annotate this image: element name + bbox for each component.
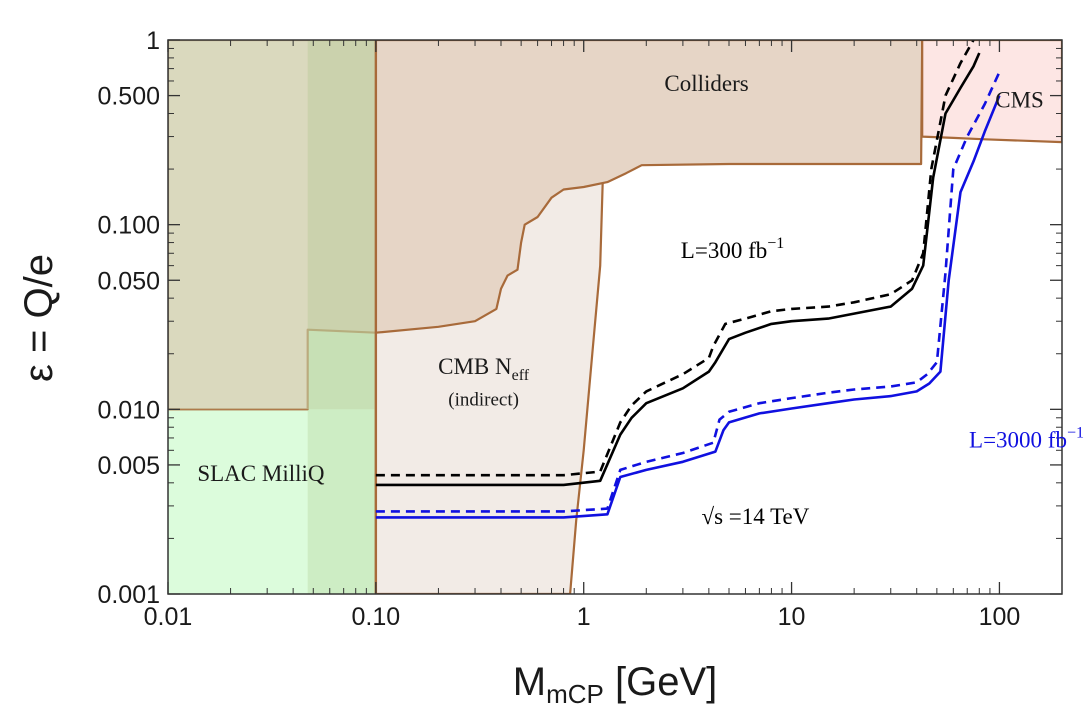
x-tick-label: 1	[577, 603, 591, 631]
x-axis-title: MmCP [GeV]	[513, 660, 718, 709]
x-tick-label: 0.01	[144, 603, 193, 631]
y-tick-label: 0.050	[97, 267, 160, 295]
y-tick-label: 0.001	[97, 581, 160, 609]
axis-ticks: 0.01 0.10 1 10 100 1 0.500 0.100 0.050 0.010 0.005…	[97, 27, 1063, 631]
y-axis-title: ε = Q/e	[17, 254, 61, 382]
y-tick-label: 1	[146, 27, 160, 55]
x-tick-label: 100	[979, 603, 1021, 631]
x-tick-label: 0.10	[352, 603, 401, 631]
y-tick-label: 0.005	[97, 452, 160, 480]
excluded-regions	[168, 40, 1062, 594]
sensitivity-curve-1	[375, 40, 975, 477]
annotation-2: L=3000 fb−1	[969, 425, 1084, 453]
sensitivity-curves	[375, 40, 1001, 519]
annotation-3: √s =14 TeV	[701, 504, 809, 529]
y-tick-label: 0.500	[97, 83, 160, 111]
sensitivity-curve-2	[375, 52, 981, 487]
sensitivity-curve-4	[375, 95, 1001, 519]
region-slac-edge-band	[307, 40, 376, 594]
sensitivity-curve-3	[375, 71, 1001, 513]
region-label-cmb-indirect: (indirect)	[448, 389, 519, 410]
annotation-1: L=300 fb−1	[681, 235, 784, 263]
x-tick-label: 10	[778, 603, 806, 631]
y-tick-label: 0.100	[97, 212, 160, 240]
region-label-slac-milliq: SLAC MilliQ	[197, 461, 325, 486]
y-tick-label: 0.010	[97, 396, 160, 424]
region-label-cms: CMS	[995, 88, 1044, 113]
region-label-cmb: CMB Neff	[438, 354, 530, 384]
region-label-colliders: Colliders	[664, 71, 748, 96]
plot-frame	[167, 39, 1063, 595]
region-slac-overlap	[168, 40, 376, 410]
